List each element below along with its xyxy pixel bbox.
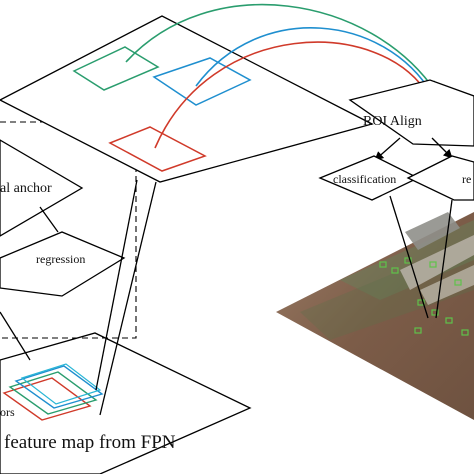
connector-line-2 [99,181,157,416]
anchor-box-diamond [0,139,84,237]
arrow-red [154,41,430,149]
arrow-blue [195,27,433,95]
roi-align-diamond [348,79,474,147]
roi-to-regression-arrow [431,137,453,159]
classification-label: classification [333,172,396,186]
regression-left-label: regression [36,252,85,266]
proposal-box-green [72,46,160,91]
regression-diamond-left [0,231,126,297]
regression-to-map-connector [0,311,31,361]
anchor-label: al anchor [0,181,52,196]
proposal-box-blue [152,57,252,106]
connector-line-1 [95,179,138,391]
fpn-feature-map-plane [0,332,252,474]
anchor-to-regression-connector [39,206,59,233]
aerial-image [276,212,474,420]
anchor-boxes [2,363,104,421]
proposal-box-red [108,126,207,172]
anchors-label: ors [0,405,15,419]
regression-to-image-line [435,199,453,319]
rpn-dashed-boundary [0,121,137,339]
feature-map-label: feature map from FPN [4,432,176,453]
regression-diamond-right [406,155,474,201]
arrow-green [125,3,437,93]
roi-to-classification-arrow [374,137,401,161]
roi-align-label: ROI Align [363,114,422,129]
regression-right-label: re [462,172,471,186]
classification-to-image-line [389,195,429,319]
